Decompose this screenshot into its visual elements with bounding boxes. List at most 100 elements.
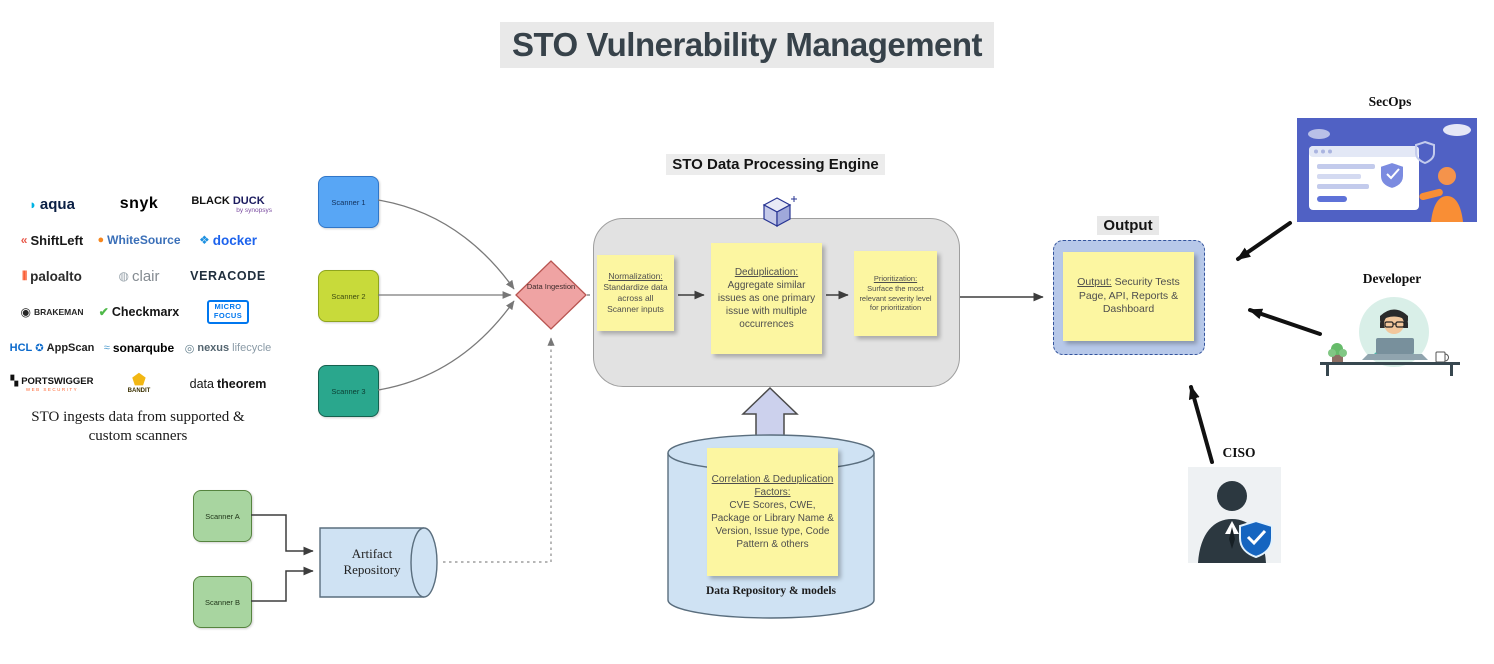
portswigger-wordmark: PORTSWIGGER bbox=[21, 376, 94, 387]
bandit-wordmark: BANDIT bbox=[127, 387, 151, 394]
logo-docker: ❖ docker bbox=[184, 222, 272, 258]
brakeman-wordmark: BRAKEMAN bbox=[33, 307, 84, 317]
hcl-wordmark: HCL bbox=[9, 342, 33, 354]
artifact-repository-label: Artifact Repository bbox=[343, 546, 401, 577]
data-repository-label: Data Repository & models bbox=[706, 585, 836, 597]
logo-veracode: VERACODE bbox=[184, 258, 272, 294]
checkmarx-check-icon: ✔ bbox=[98, 305, 109, 319]
logo-clair: ◍ clair bbox=[95, 258, 183, 294]
logo-aqua: ◗ aqua bbox=[10, 186, 94, 222]
brakeman-icon: ◉ bbox=[20, 305, 31, 319]
normalization-body: Standardize data across all Scanner inpu… bbox=[603, 281, 668, 315]
paloalto-icon: ⫴ bbox=[22, 268, 28, 283]
aqua-icon: ◗ bbox=[29, 196, 37, 212]
dotted-arrow-artifact-repo-to-ingestion bbox=[443, 337, 555, 563]
scanner-a-node: Scanner A bbox=[193, 490, 252, 542]
logo-sonarqube: ≈ sonarqube bbox=[95, 330, 183, 366]
normalization-heading: Normalization: bbox=[608, 270, 663, 281]
output-note-body: Security Tests Page, API, Reports & Dash… bbox=[1078, 276, 1180, 316]
appscan-icon: ✪ bbox=[35, 342, 44, 354]
sonarqube-icon: ≈ bbox=[103, 342, 110, 354]
lifecycle-wordmark: lifecycle bbox=[232, 342, 272, 354]
scanner-2-node: Scanner 2 bbox=[318, 270, 379, 322]
arrow-scanner1-to-ingestion bbox=[377, 199, 515, 290]
correlation-factors-heading: Correlation & Deduplication Factors: bbox=[711, 474, 834, 498]
whitesource-wordmark: WhiteSource bbox=[107, 233, 181, 247]
snyk-wordmark: snyk bbox=[119, 195, 159, 212]
scanners-caption: STO ingests data from supported & custom… bbox=[12, 408, 264, 446]
logo-whitesource: ● WhiteSource bbox=[95, 222, 183, 258]
nexus-icon: ◎ bbox=[184, 342, 195, 355]
deduplication-body: Aggregate similar issues as one primary … bbox=[717, 280, 816, 330]
portswigger-byline: WEB SECURITY bbox=[25, 387, 79, 392]
scanner-3-label: Scanner 3 bbox=[331, 386, 366, 396]
arrow-developer-to-output bbox=[1248, 308, 1322, 336]
deduplication-note: Deduplication: Aggregate similar issues … bbox=[711, 243, 822, 354]
veracode-wordmark: VERACODE bbox=[190, 269, 266, 283]
developer-label: Developer bbox=[1362, 271, 1422, 286]
secops-illustration-graphic bbox=[1297, 118, 1477, 222]
scanner-b-label: Scanner B bbox=[204, 597, 241, 607]
correlation-factors-body: CVE Scores, CWE, Package or Library Name… bbox=[711, 500, 834, 550]
blackduck-wordmark-1: BLACK bbox=[191, 194, 230, 207]
datatheorem-wordmark-1: data bbox=[189, 377, 214, 391]
docker-wordmark: docker bbox=[212, 232, 258, 248]
scanner-3-node: Scanner 3 bbox=[318, 365, 379, 417]
aqua-wordmark: aqua bbox=[39, 195, 75, 213]
scanner-a-label: Scanner A bbox=[205, 511, 240, 521]
secops-illustration bbox=[1297, 118, 1477, 222]
nexus-wordmark: nexus bbox=[197, 342, 230, 354]
microfocus-wordmark-2: FOCUS bbox=[213, 311, 243, 320]
appscan-wordmark: AppScan bbox=[46, 342, 95, 354]
logo-nexus-lifecycle: ◎ nexus lifecycle bbox=[184, 330, 272, 366]
arrow-secops-to-output bbox=[1236, 221, 1292, 261]
clair-wordmark: clair bbox=[131, 267, 160, 285]
prioritization-note: Prioritization: Surface the most relevan… bbox=[854, 251, 937, 336]
microfocus-wordmark-1: MICRO bbox=[214, 302, 242, 312]
shiftleft-icon: « bbox=[20, 233, 28, 247]
developer-illustration-graphic bbox=[1320, 297, 1460, 376]
logo-microfocus: MICRO FOCUS bbox=[206, 300, 250, 324]
docker-whale-icon: ❖ bbox=[198, 233, 210, 247]
logo-portswigger: ▚ PORTSWIGGER WEB SECURITY bbox=[10, 366, 94, 402]
scanners-caption-line1: STO ingests data from supported & bbox=[31, 409, 245, 425]
secops-label: SecOps bbox=[1368, 94, 1412, 109]
portswigger-icon: ▚ bbox=[10, 376, 19, 387]
correlation-factors-note: Correlation & Deduplication Factors: CVE… bbox=[707, 448, 838, 576]
output-note-heading: Output: bbox=[1077, 276, 1112, 289]
logo-shiftleft: « ShiftLeft bbox=[10, 222, 94, 258]
output-note: Output: Security Tests Page, API, Report… bbox=[1063, 252, 1194, 341]
arrow-scanner3-to-ingestion bbox=[377, 300, 515, 391]
ciso-label: CISO bbox=[1222, 445, 1256, 460]
clair-icon: ◍ bbox=[118, 269, 129, 283]
scanner-2-label: Scanner 2 bbox=[331, 291, 366, 301]
bandit-badge-icon: ⬟ bbox=[132, 372, 146, 390]
ciso-illustration-graphic bbox=[1188, 467, 1281, 563]
logo-paloalto: ⫴ paloalto bbox=[10, 258, 94, 294]
paloalto-wordmark: paloalto bbox=[30, 268, 82, 284]
prioritization-body: Surface the most relevant severity level… bbox=[859, 283, 932, 313]
ciso-illustration bbox=[1188, 467, 1281, 563]
scanner-1-node: Scanner 1 bbox=[318, 176, 379, 228]
whitesource-icon: ● bbox=[97, 234, 105, 246]
data-ingestion-label: Data Ingestion bbox=[526, 282, 576, 291]
output-title: Output bbox=[1053, 216, 1203, 235]
blackduck-byline: by synopsys bbox=[236, 206, 272, 214]
developer-illustration bbox=[1318, 292, 1464, 378]
logo-hcl-appscan: HCL ✪ AppScan bbox=[9, 330, 95, 366]
blackduck-wordmark-2: DUCK bbox=[232, 194, 265, 207]
scanner-1-label: Scanner 1 bbox=[331, 197, 366, 207]
engine-title: STO Data Processing Engine bbox=[593, 154, 958, 175]
arrow-scanner-a-to-artifact-repo bbox=[251, 514, 314, 556]
arrow-repository-to-engine bbox=[741, 386, 799, 442]
shiftleft-wordmark: ShiftLeft bbox=[30, 232, 84, 248]
datatheorem-wordmark-2: theorem bbox=[217, 377, 267, 391]
deduplication-heading: Deduplication: bbox=[734, 267, 799, 278]
data-ingestion-diamond bbox=[515, 260, 587, 330]
logo-checkmarx: ✔ Checkmarx bbox=[95, 294, 183, 330]
normalization-note: Normalization: Standardize data across a… bbox=[597, 255, 674, 331]
